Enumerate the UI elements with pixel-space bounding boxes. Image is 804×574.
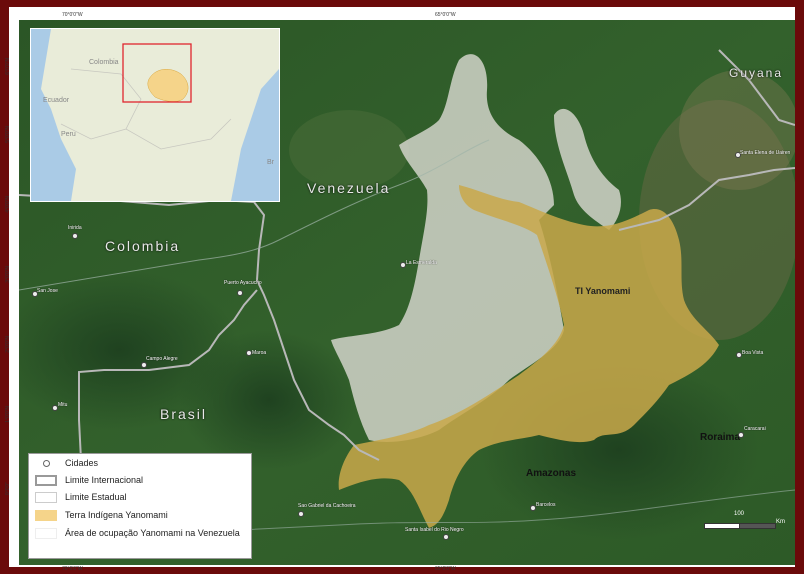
region-label-roraima: Roraima xyxy=(700,432,741,443)
legend-label: Cidades xyxy=(65,458,99,468)
city-dot-icon xyxy=(35,458,57,469)
bottom-tick-65w: 65°0'0"W xyxy=(435,566,456,572)
legend-label: Limite Estadual xyxy=(65,492,127,502)
venezuela-yanomami-area xyxy=(331,54,564,442)
city-label: La Esmeralda xyxy=(406,260,437,266)
ti-yanomami-swatch-icon xyxy=(35,509,57,521)
left-tick-3n: 3°0'0"N xyxy=(5,266,11,283)
international-border xyxy=(618,167,795,231)
left-tick-1n: 1°0'0"N xyxy=(5,406,11,423)
region-label-amazonas: Amazonas xyxy=(526,468,577,479)
city-marker xyxy=(237,290,243,296)
bottom-tick-70w: 70°0'0"W xyxy=(62,566,83,572)
country-label-brasil: Brasil xyxy=(160,406,208,422)
left-tick-0: 0°0'0" xyxy=(5,482,11,496)
city-marker xyxy=(141,362,147,368)
dark-forest-patch xyxy=(179,330,359,470)
ti-yanomami-area xyxy=(338,185,719,528)
left-tick-5n: 5°0'0"N xyxy=(5,126,11,143)
city-marker xyxy=(735,152,741,158)
city-marker xyxy=(246,350,252,356)
inset-extent-box xyxy=(122,43,192,103)
city-label: Santa Elena de Uairen xyxy=(740,150,791,156)
legend-item-cidades: Cidades xyxy=(35,456,98,470)
inset-label-peru: Peru xyxy=(61,131,76,138)
left-tick-4n: 4°0'0"N xyxy=(5,196,11,213)
international-border xyxy=(718,49,795,126)
inset-label-ecuador: Ecuador xyxy=(43,97,70,104)
scale-value: 100 xyxy=(734,511,745,517)
city-label: Maroa xyxy=(252,350,267,356)
city-marker xyxy=(400,262,406,268)
legend: Cidades Limite Internacional Limite Esta… xyxy=(28,453,252,559)
inset-yanomami-area xyxy=(147,69,189,102)
savanna-patch xyxy=(679,70,795,190)
city-label: Mitu xyxy=(58,402,68,408)
city-label: Campo Alegre xyxy=(146,356,178,362)
legend-item-limite-estadual: Limite Estadual xyxy=(35,490,127,504)
region-label-ti-yanomami: TI Yanomami xyxy=(575,286,631,296)
inset-locator-map: Colombia Ecuador Peru Br xyxy=(30,28,280,202)
top-tick-65w: 65°0'0"W xyxy=(435,12,456,18)
city-marker xyxy=(530,505,536,511)
legend-label: Terra Indígena Yanomami xyxy=(65,510,168,520)
legend-label: Limite Internacional xyxy=(65,475,144,485)
city-marker xyxy=(738,432,744,438)
city-marker xyxy=(72,233,78,239)
city-label: Caracarai xyxy=(744,426,766,432)
venezuela-yanomami-area-east xyxy=(554,108,621,230)
city-label: Boa Vista xyxy=(742,350,764,356)
state-border-swatch-icon xyxy=(35,491,57,503)
city-marker xyxy=(32,291,38,297)
city-label: San Jose xyxy=(37,288,58,294)
city-label: Santa Isabel do Rio Negro xyxy=(405,527,464,533)
city-label: Sao Gabriel da Cachoeira xyxy=(298,503,356,509)
inset-borders xyxy=(60,68,232,150)
country-label-venezuela: Venezuela xyxy=(307,180,391,196)
inset-map-graphic xyxy=(31,29,279,201)
top-tick-70w: 70°0'0"W xyxy=(62,12,83,18)
inset-label-colombia: Colombia xyxy=(89,59,119,66)
country-label-guyana: Guyana xyxy=(729,66,784,80)
city-marker xyxy=(736,352,742,358)
savanna-patch xyxy=(289,110,409,190)
venezuela-area-swatch-icon xyxy=(35,527,57,539)
inset-label-brazil: Br xyxy=(267,159,274,166)
city-label: Inirida xyxy=(68,225,82,231)
city-label: Puerto Ayacucho xyxy=(224,280,262,286)
legend-item-terra-indigena: Terra Indígena Yanomami xyxy=(35,508,168,522)
international-border-swatch-icon xyxy=(35,474,57,486)
left-tick-6n: 6°0'0"N xyxy=(5,58,11,75)
scale-bar xyxy=(704,521,776,529)
city-marker xyxy=(52,405,58,411)
city-label: Barcelos xyxy=(536,502,556,508)
scale-unit: Km xyxy=(776,519,785,525)
city-marker xyxy=(443,534,449,540)
river xyxy=(19,139,490,291)
left-tick-2n: 2°0'0"N xyxy=(5,336,11,353)
legend-label: Área de ocupação Yanomami na Venezuela xyxy=(65,528,240,538)
legend-item-limite-internacional: Limite Internacional xyxy=(35,473,143,487)
city-marker xyxy=(298,511,304,517)
legend-item-area-venezuela: Área de ocupação Yanomami na Venezuela xyxy=(35,526,240,540)
international-border xyxy=(78,289,258,461)
country-label-colombia: Colombia xyxy=(105,238,181,254)
source-note: Fontes: Limites, cidades, Terra Indígena… xyxy=(29,547,232,552)
